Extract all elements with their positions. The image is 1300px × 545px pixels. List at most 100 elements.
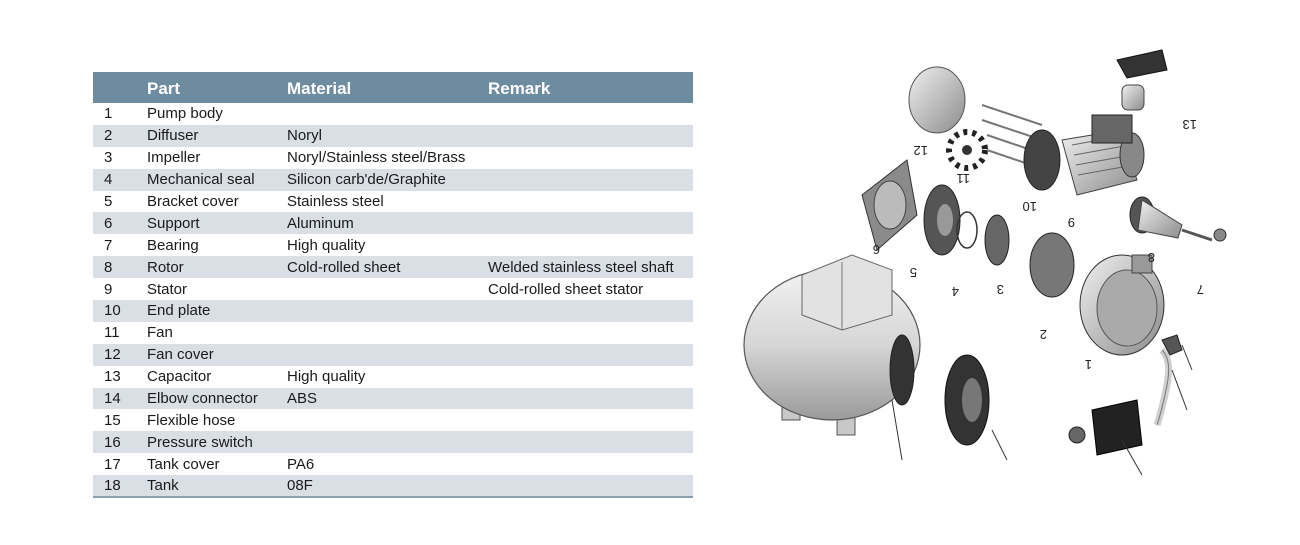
- cell-remark: Cold-rolled sheet stator: [488, 280, 644, 298]
- header-material: Material: [287, 78, 352, 98]
- cell-part: Tank: [147, 477, 179, 495]
- diagram-label-6: 6: [873, 242, 880, 257]
- cell-number: 1: [104, 105, 113, 123]
- cell-remark: [488, 169, 693, 191]
- cell-material: Silicon carb'de/Graphite: [287, 171, 446, 189]
- diagram-label-10: 10: [1023, 199, 1037, 214]
- table-row: 16 Pressure switch: [93, 431, 693, 454]
- table-row: 5 Bracket cover Stainless steel: [93, 190, 693, 213]
- cell-part: Diffuser: [147, 127, 199, 145]
- cell-material: [287, 103, 488, 125]
- cell-material: [287, 300, 488, 322]
- cell-remark: [488, 409, 693, 431]
- table-row: 4 Mechanical seal Silicon carb'de/Graphite: [93, 168, 693, 191]
- cell-number: 11: [104, 324, 120, 342]
- cell-number: 15: [104, 411, 121, 429]
- cell-remark: [488, 453, 693, 475]
- diagram-label-3: 3: [997, 282, 1004, 297]
- mechanical-seal-shape: [956, 211, 978, 249]
- cell-remark: [488, 125, 693, 147]
- table-row: 15 Flexible hose: [93, 409, 693, 432]
- diagram-label-9: 9: [1068, 215, 1075, 230]
- cell-material: High quality: [287, 236, 366, 254]
- table-row: 12 Fan cover: [93, 343, 693, 366]
- cell-remark: [488, 212, 693, 234]
- diffuser-shape: [1029, 232, 1075, 298]
- diagram-label-7: 7: [1197, 282, 1204, 297]
- impeller-shape: [984, 214, 1010, 266]
- table-row: 1 Pump body: [93, 103, 693, 125]
- cell-material: [287, 344, 488, 366]
- pressure-switch-shape: [1068, 399, 1143, 456]
- cell-material: Noryl/Stainless steel/Brass: [287, 149, 466, 167]
- cell-part: Tank cover: [147, 455, 220, 473]
- tank-cover-shape: [944, 354, 990, 446]
- cell-material: High quality: [287, 368, 366, 386]
- cell-remark: [488, 475, 693, 497]
- table-header-row: Part Material Remark: [93, 72, 693, 103]
- cell-material: 08F: [287, 477, 313, 495]
- fan-cover-shape: [908, 66, 966, 134]
- cell-material: Cold-rolled sheet: [287, 258, 401, 276]
- cell-part: Stator: [147, 280, 188, 298]
- cell-number: 14: [104, 390, 121, 408]
- capacitor-shape: [1091, 49, 1168, 144]
- cell-part: Pressure switch: [147, 433, 253, 451]
- cell-part: Bracket cover: [147, 193, 239, 210]
- bearing-shape: [1213, 228, 1227, 242]
- diagram-label-13: 13: [1183, 117, 1197, 132]
- cell-part: Elbow connector: [147, 390, 258, 408]
- cell-number: 16: [104, 433, 121, 451]
- header-remark: Remark: [488, 78, 551, 98]
- diagram-label-2: 2: [1040, 327, 1047, 342]
- table-row: 17 Tank cover PA6: [93, 453, 693, 476]
- hose-shape: [1153, 334, 1183, 427]
- cell-remark: [488, 300, 693, 322]
- pump-body-shape: [1079, 254, 1165, 356]
- diagram-label-8: 8: [1148, 250, 1155, 265]
- cell-part: Rotor: [147, 258, 184, 276]
- cell-part: Flexible hose: [147, 411, 236, 429]
- cell-material: PA6: [287, 455, 315, 473]
- cell-material: [287, 431, 488, 453]
- cell-number: 10: [104, 302, 121, 320]
- cell-part: Pump body: [147, 105, 223, 123]
- cell-number: 17: [104, 455, 121, 473]
- cell-number: 5: [104, 193, 113, 210]
- cell-number: 9: [104, 280, 113, 298]
- cell-number: 6: [104, 214, 113, 232]
- cell-remark: [488, 191, 693, 213]
- support-shape: [861, 159, 918, 251]
- cell-material: Noryl: [287, 127, 323, 145]
- cell-part: Impeller: [147, 149, 201, 167]
- bracket-cover-shape: [923, 184, 961, 256]
- cell-material: ABS: [287, 390, 318, 408]
- cell-number: 13: [104, 368, 121, 386]
- table-row: 14 Elbow connector ABS: [93, 387, 693, 410]
- cell-part: Mechanical seal: [147, 171, 255, 189]
- diagram-label-11: 11: [957, 171, 971, 186]
- cell-remark: [488, 431, 693, 453]
- header-part: Part: [147, 78, 181, 98]
- fan-shape: [946, 129, 988, 171]
- cell-part: Support: [147, 214, 200, 232]
- exploded-pump-diagram: 1 2 3 4 5 6 7 8 9 10 11 12 13: [743, 49, 1227, 476]
- cell-part: Fan cover: [147, 346, 214, 364]
- cell-number: 12: [104, 346, 121, 364]
- table-row: 9 Stator Cold-rolled sheet stator: [93, 278, 693, 301]
- cell-remark: [488, 388, 693, 410]
- cell-number: 4: [104, 171, 113, 189]
- cell-remark: [488, 103, 693, 125]
- cell-material: Stainless steel: [287, 193, 384, 210]
- cell-remark: [488, 322, 693, 344]
- leader-lines: [891, 344, 1193, 476]
- diagram-label-4: 4: [952, 284, 959, 299]
- cell-remark: [488, 147, 693, 169]
